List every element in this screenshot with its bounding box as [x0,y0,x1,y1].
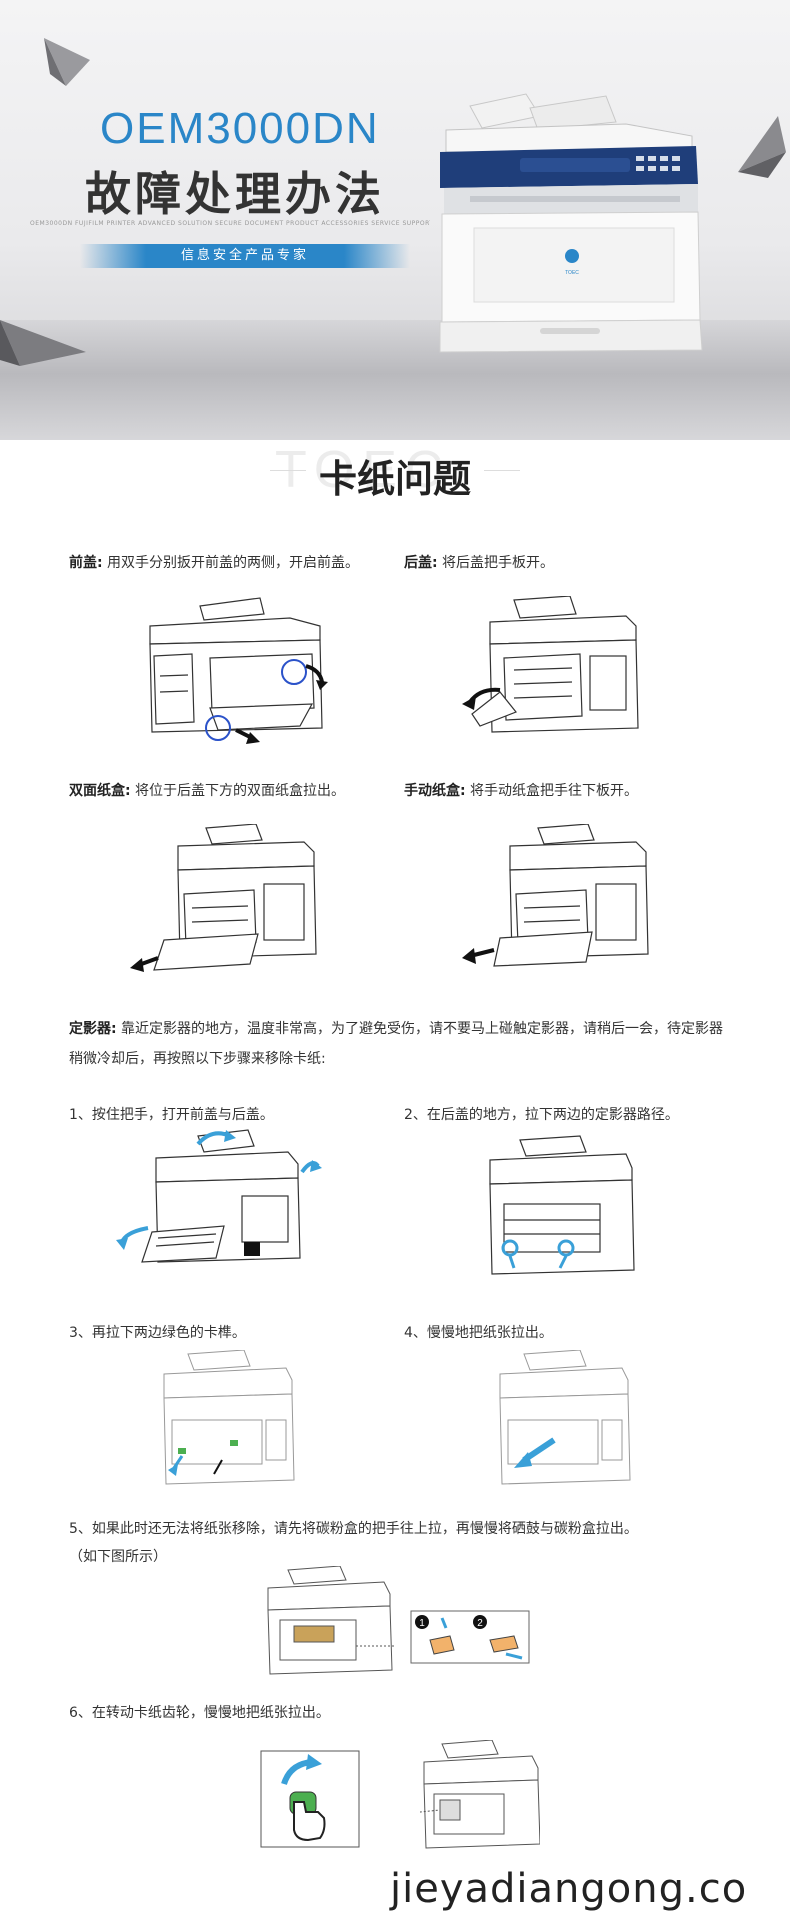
section-title-rule-left [270,470,306,471]
fuser-label: 定影器: [69,1021,117,1037]
duplex-tray-figure [130,824,317,972]
back-cover-text: 将后盖把手板开。 [437,555,555,571]
step-6-gear-figure [260,1750,360,1848]
duplex-tray-label: 双面纸盒: [69,783,131,799]
step-4-text: 4、慢慢地把纸张拉出。 [404,1325,553,1341]
back-cover-figure [462,596,639,733]
step-5-text: 5、如果此时还无法将纸张移除，请先将碳粉盒的把手往上拉，再慢慢将硒鼓与碳粉盒拉出… [69,1521,638,1537]
front-cover-label: 前盖: [69,555,103,571]
step-5-note: （如下图所示） [69,1549,167,1565]
back-cover-instruction: 后盖: 将后盖把手板开。 [404,548,554,578]
site-watermark: jieyadiangong.co [390,1866,748,1912]
step-6-printer-figure [420,1740,540,1849]
manual-tray-text: 将手动纸盒把手往下板开。 [465,783,639,799]
step-5-label-2: 2 [477,1618,483,1629]
duplex-tray-text: 将位于后盖下方的双面纸盒拉出。 [130,783,346,799]
step-6-text: 6、在转动卡纸齿轮，慢慢地把纸张拉出。 [69,1705,330,1721]
hero-logo-text: TOEC [565,270,579,276]
step-2-figure [489,1135,635,1275]
step-1-text: 1、按住把手，打开前盖与后盖。 [69,1107,274,1123]
section-title-rule-right [484,470,520,471]
tagline-banner: 信息安全产品专家 [80,244,410,268]
step-3-text: 3、再拉下两边绿色的卡榫。 [69,1325,246,1341]
step-4-figure [499,1350,631,1485]
product-model-title: OEM3000DN [100,104,380,153]
step-3-figure [163,1350,295,1485]
step-5-printer-figure [267,1566,394,1675]
header-banner: OEM3000DN 故障处理办法 OEM3000DN FUJIFILM PRIN… [0,0,790,440]
step-1-figure [116,1129,322,1263]
page-main-title: 故障处理办法 [85,167,385,221]
banner-fine-print: OEM3000DN FUJIFILM PRINTER ADVANCED SOLU… [30,220,430,227]
duplex-tray-instruction: 双面纸盒: 将位于后盖下方的双面纸盒拉出。 [69,776,345,806]
step-2-text: 2、在后盖的地方，拉下两边的定影器路径。 [404,1107,679,1123]
manual-tray-instruction: 手动纸盒: 将手动纸盒把手往下板开。 [404,776,638,806]
back-cover-label: 后盖: [404,555,438,571]
front-cover-figure [149,597,328,744]
decor-shard-left [0,320,86,366]
manual-tray-label: 手动纸盒: [404,783,466,799]
step-5-detail-figure: 1 2 [410,1610,530,1664]
fuser-warning-paragraph: 定影器: 靠近定影器的地方，温度非常高，为了避免受伤，请不要马上碰触定影器，请稍… [69,1014,729,1074]
decor-shard-top-left [44,38,90,86]
fuser-text: 靠近定影器的地方，温度非常高，为了避免受伤，请不要马上碰触定影器，请稍后一会，待… [69,1021,724,1067]
step-5-label-1: 1 [419,1618,425,1629]
front-cover-text: 用双手分别扳开前盖的两侧，开启前盖。 [102,555,360,571]
decor-shard-right [738,116,786,178]
hero-printer-image: TOEC [439,93,703,353]
manual-tray-figure [462,824,649,967]
front-cover-instruction: 前盖: 用双手分别扳开前盖的两侧，开启前盖。 [69,548,359,578]
section-title: 卡纸问题 [318,457,471,501]
